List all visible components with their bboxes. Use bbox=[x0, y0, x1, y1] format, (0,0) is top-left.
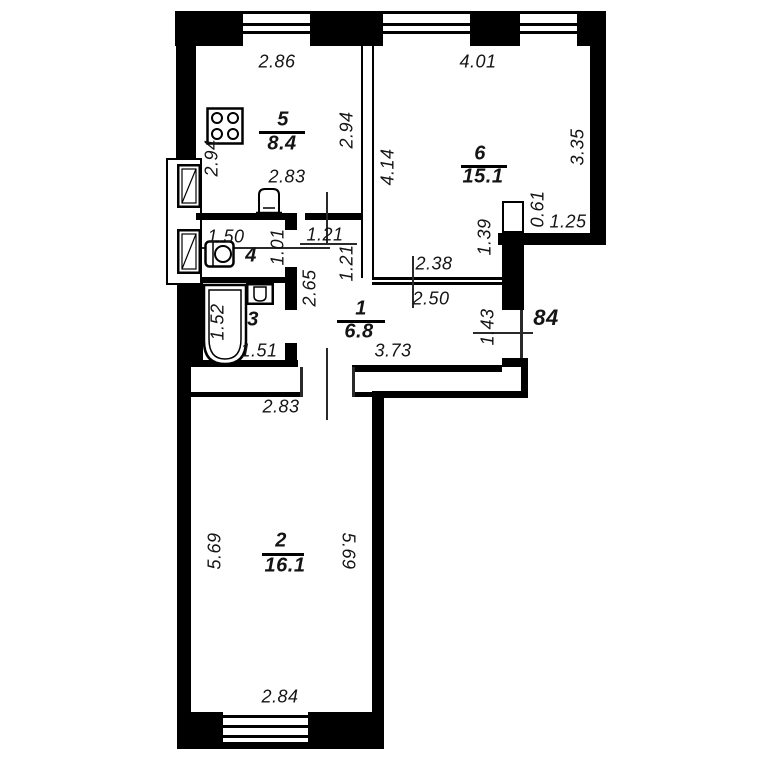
wall-corridor-bottom bbox=[352, 365, 502, 372]
room-5-area: 8.4 bbox=[267, 132, 297, 155]
wall-corridor-left-a bbox=[285, 213, 297, 230]
dim-corridor-arm: 1.21 bbox=[336, 244, 357, 282]
dim-line bbox=[300, 243, 357, 245]
window-icon-north-1 bbox=[243, 23, 310, 26]
duct-notch bbox=[502, 201, 524, 233]
bathtub-icon bbox=[202, 283, 248, 366]
dim-corridor-top: 1.21 bbox=[306, 224, 344, 245]
wall-north-pier-3 bbox=[470, 11, 520, 46]
dim-ledge: 1.39 bbox=[474, 218, 495, 256]
passage-line-living bbox=[372, 277, 502, 280]
window-icon-north-2 bbox=[383, 23, 470, 26]
room-6-area: 15.1 bbox=[462, 165, 504, 188]
dim-line bbox=[326, 192, 328, 244]
dim-line bbox=[473, 332, 533, 334]
toilet-icon bbox=[204, 240, 235, 268]
dim-passage-lower: 2.50 bbox=[412, 288, 450, 309]
room-4-number: 4 bbox=[245, 244, 257, 267]
dim-kitchen-inner: 2.83 bbox=[268, 166, 306, 187]
window-icon-south bbox=[223, 715, 308, 718]
window-icon-south bbox=[223, 735, 308, 738]
dim-line bbox=[412, 256, 414, 308]
window-icon-north-1 bbox=[243, 31, 310, 34]
door-jamb-room2 bbox=[352, 367, 355, 397]
dim-wc-depth: 1.01 bbox=[267, 228, 288, 266]
room-2-area: 16.1 bbox=[264, 554, 306, 577]
vent-shaft-icon bbox=[177, 164, 201, 208]
dim-room2-bottom: 2.84 bbox=[261, 686, 299, 707]
dim-room2-left: 5.69 bbox=[204, 532, 225, 570]
wall-entrance-jamb bbox=[502, 245, 524, 310]
room-2-fraction-bar bbox=[262, 553, 304, 556]
door-leaf-icon bbox=[256, 188, 282, 215]
wall-step-living bbox=[498, 233, 606, 245]
sink-icon bbox=[246, 283, 274, 305]
dim-living-top: 4.01 bbox=[459, 51, 497, 72]
apartment-number: 84 bbox=[533, 305, 559, 330]
room-6-fraction-bar bbox=[461, 165, 507, 168]
room-1-area: 6.8 bbox=[344, 320, 374, 343]
dim-living-right: 3.35 bbox=[567, 128, 588, 166]
dim-room2-top: 2.83 bbox=[262, 396, 300, 417]
wall-south-room2 bbox=[177, 742, 384, 749]
dim-bath-depth: 1.52 bbox=[207, 303, 228, 341]
wall-kitchen-bottom-b bbox=[305, 213, 363, 220]
wall-west-bath bbox=[177, 283, 203, 367]
dim-living-left: 4.14 bbox=[377, 148, 398, 186]
dim-room2-right: 5.69 bbox=[338, 532, 359, 570]
dim-hall-width: 3.73 bbox=[374, 340, 412, 361]
wall-north-face bbox=[175, 11, 606, 14]
room-3-number: 3 bbox=[247, 308, 259, 331]
dim-kitchen-top: 2.86 bbox=[258, 51, 296, 72]
room-1-fraction-bar bbox=[337, 320, 385, 323]
dim-kitchen-left: 2.94 bbox=[201, 139, 222, 177]
dim-kitchen-right: 2.94 bbox=[336, 111, 357, 149]
wall-corridor-left-b bbox=[285, 267, 297, 310]
wall-west-room2 bbox=[177, 367, 191, 748]
wall-kitchen-bottom-a bbox=[196, 213, 285, 220]
stove-icon bbox=[206, 107, 244, 145]
passage-line-living bbox=[372, 282, 502, 285]
wall-wc-bath bbox=[202, 277, 285, 283]
wall-east bbox=[590, 11, 606, 245]
room-1-number: 1 bbox=[355, 297, 367, 320]
wall-kitchen-living bbox=[361, 46, 374, 278]
dim-passage-upper: 2.38 bbox=[415, 253, 453, 274]
door-jamb-room2 bbox=[300, 367, 303, 397]
wall-south-hall bbox=[372, 391, 528, 398]
wall-south-pier-right bbox=[308, 712, 373, 749]
wall-room2-top-a bbox=[189, 392, 302, 397]
wall-east-room2 bbox=[372, 391, 384, 748]
dim-corridor-wall: 2.65 bbox=[299, 269, 320, 307]
entrance-door-icon bbox=[520, 310, 523, 358]
dim-line bbox=[202, 247, 330, 249]
window-icon-north-3 bbox=[520, 31, 577, 34]
window-icon-north-3 bbox=[520, 23, 577, 26]
wall-west-upper bbox=[176, 11, 196, 162]
wall-south-pier-left bbox=[189, 712, 223, 749]
dim-line bbox=[326, 348, 328, 420]
vent-shaft-icon bbox=[177, 229, 201, 274]
dim-duct-height: 0.61 bbox=[527, 190, 548, 228]
window-icon-north-2 bbox=[383, 31, 470, 34]
wall-entrance-step-v bbox=[521, 358, 528, 398]
wall-room2-top-b bbox=[352, 392, 373, 397]
room-5-number: 5 bbox=[277, 108, 289, 131]
dim-bath-width: 1.51 bbox=[240, 340, 278, 361]
wall-bath-bottom bbox=[189, 360, 298, 367]
room-2-number: 2 bbox=[275, 529, 287, 552]
room-5-fraction-bar bbox=[259, 131, 305, 134]
dim-wc-width: 1.50 bbox=[207, 226, 245, 247]
window-icon-south bbox=[223, 725, 308, 728]
dim-duct-width: 1.25 bbox=[549, 211, 587, 232]
dim-entrance: 1.43 bbox=[477, 308, 498, 346]
wall-north-pier-2 bbox=[310, 11, 383, 46]
room-6-number: 6 bbox=[474, 142, 486, 165]
wall-entrance-step-h bbox=[502, 358, 528, 367]
